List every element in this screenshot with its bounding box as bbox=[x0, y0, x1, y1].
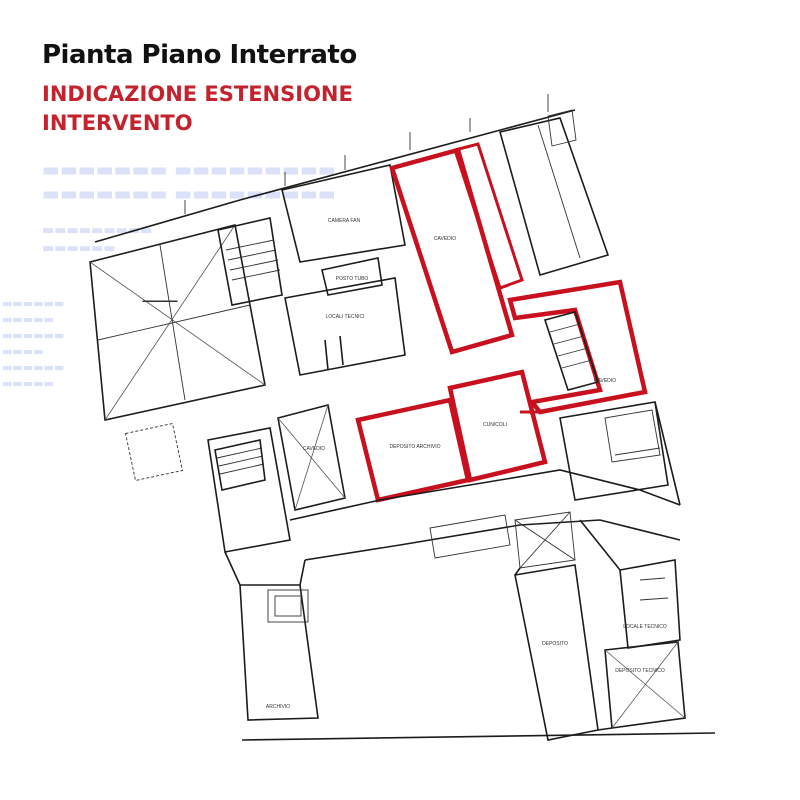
label-locali-tecnici: LOCALI TECNICI bbox=[325, 314, 364, 320]
room-right-upper bbox=[499, 109, 610, 276]
label-locale-tecnico: LOCALE TECNICO bbox=[623, 624, 667, 630]
label-camera-fan: CAMERA FAN bbox=[328, 218, 361, 224]
label-cunicoli: CUNICOLI bbox=[483, 422, 507, 428]
room-stairwell-lower bbox=[207, 427, 291, 553]
room-cavedio-middle: CAVEDIO bbox=[277, 404, 346, 511]
room-locale-tecnico: LOCALE TECNICO bbox=[619, 559, 681, 649]
label-cavedio-east: CAVEDIO bbox=[594, 378, 616, 384]
room-stairwell-upper bbox=[217, 217, 283, 306]
room-posto-tubo: POSTO TUBO bbox=[321, 257, 383, 296]
intervention-area-north: CAVEDIO bbox=[389, 142, 524, 355]
label-cavedio-north: CAVEDIO bbox=[434, 236, 456, 242]
room-small-dashed bbox=[125, 423, 183, 481]
room-deposito: DEPOSITO bbox=[514, 564, 599, 741]
room-right-middle bbox=[559, 401, 669, 501]
label-vaulted-room: ▬▬▬▬▬▬▬ bbox=[143, 298, 178, 304]
intervention-area-east: CAVEDIO bbox=[507, 279, 648, 415]
faded-watermark-subheading: ▬▬▬▬▬▬▬▬▬▬▬▬▬▬▬ bbox=[42, 223, 153, 256]
faded-watermark-legend: ▬▬▬▬▬▬▬▬▬▬▬▬▬▬▬▬▬▬▬▬▬▬▬▬▬▬▬▬▬▬▬▬ bbox=[2, 297, 65, 390]
room-vaulted-left: ▬▬▬▬▬▬▬ bbox=[89, 224, 266, 421]
intervention-subtitle: INDICAZIONE ESTENSIONE INTERVENTO bbox=[42, 82, 353, 135]
base-line bbox=[241, 732, 716, 741]
corridor-central bbox=[289, 469, 681, 569]
facade-axis-ticks bbox=[94, 94, 576, 243]
room-archivio: ARCHIVIO bbox=[239, 584, 319, 721]
label-deposito-tecnico: DEPOSITO TECNICO bbox=[615, 668, 665, 674]
label-deposito-archivio: DEPOSITO ARCHIVIO bbox=[389, 444, 440, 450]
room-deposito-tecnico: DEPOSITO TECNICO bbox=[604, 641, 686, 729]
room-camera-fan: CAMERA FAN bbox=[281, 164, 406, 263]
faded-watermark-heading: ▬▬▬▬▬▬▬ ▬▬▬▬▬▬▬▬▬▬▬▬▬▬▬▬ ▬▬▬▬▬▬▬▬▬ bbox=[42, 159, 336, 205]
room-locali-tecnici: LOCALI TECNICI bbox=[284, 277, 406, 376]
page-title: Pianta Piano Interrato bbox=[42, 40, 357, 70]
label-archivio: ARCHIVIO bbox=[266, 704, 290, 710]
connecting-walls bbox=[224, 401, 681, 731]
label-posto-tubo: POSTO TUBO bbox=[336, 276, 369, 282]
label-deposito: DEPOSITO bbox=[542, 641, 568, 647]
intervention-area-south: DEPOSITO ARCHIVIO CUNICOLI bbox=[355, 369, 548, 503]
label-cavedio-small: CAVEDIO bbox=[303, 446, 325, 452]
